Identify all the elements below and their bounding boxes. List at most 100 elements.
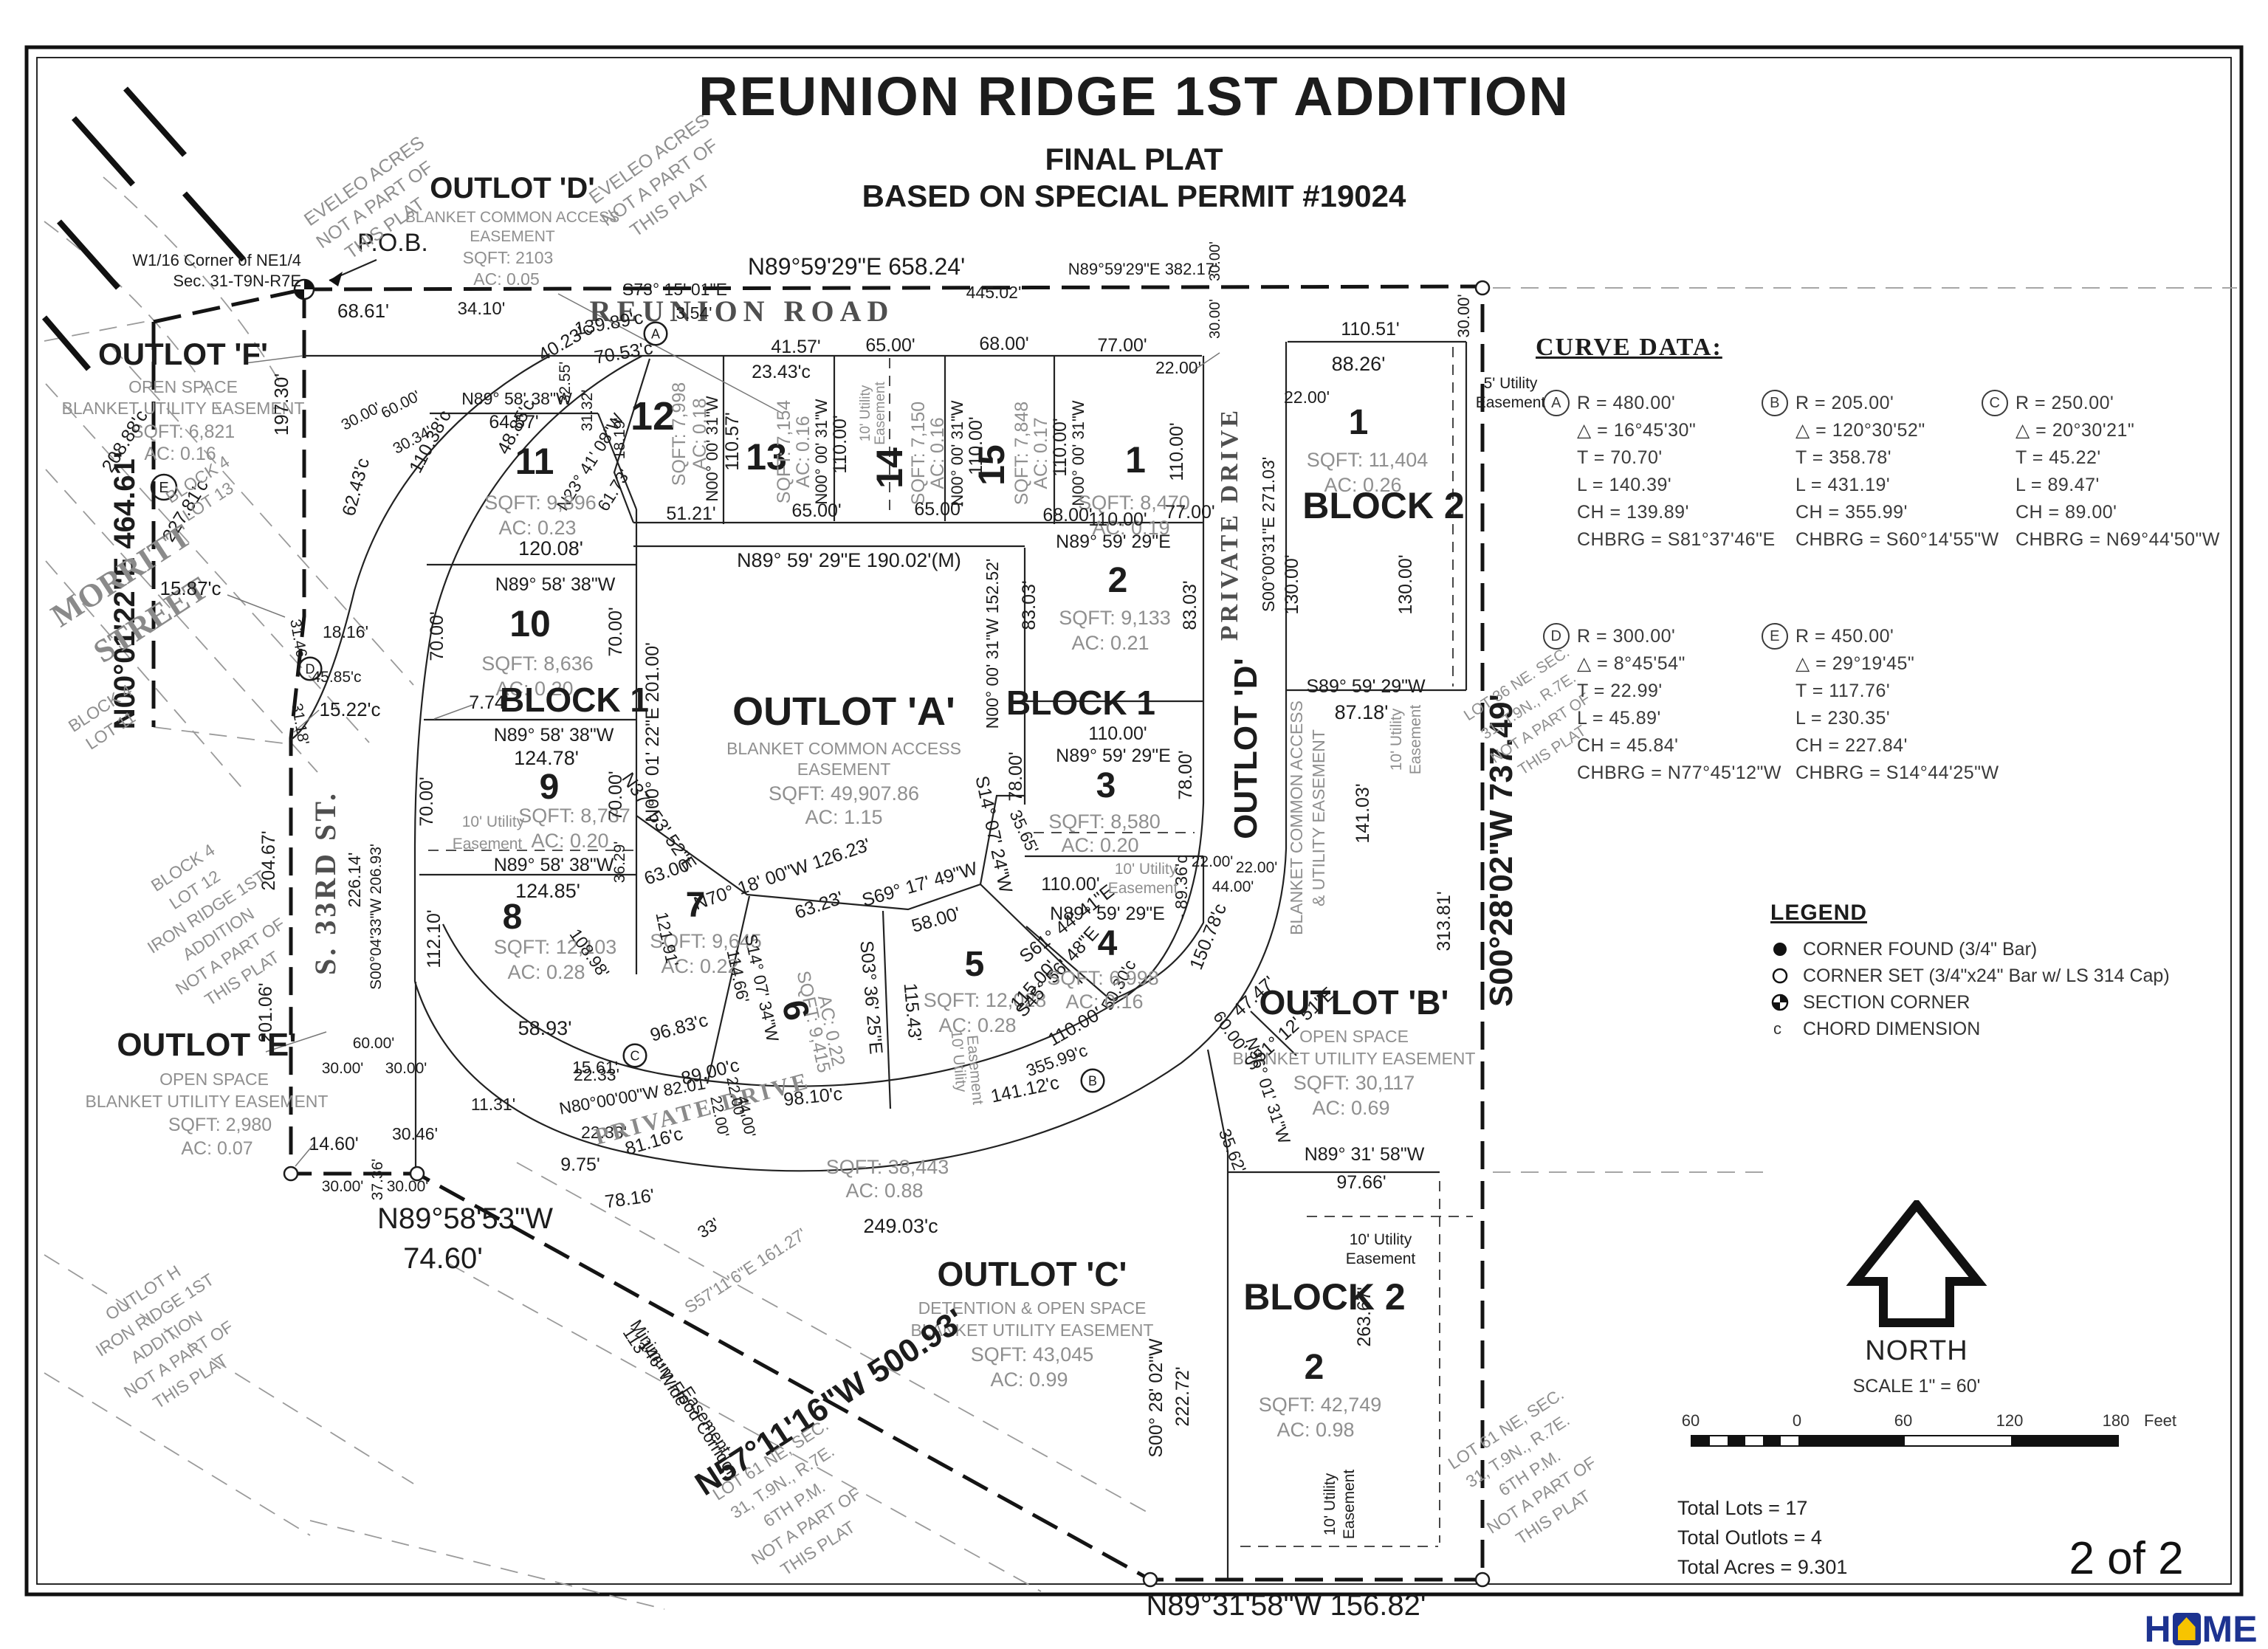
legend-item: SECTION CORNER — [1770, 989, 2228, 1016]
plat-annotation: 7.74' — [469, 692, 508, 713]
plat-annotation: 9 — [540, 768, 560, 807]
plat-annotation: REUNION ROAD — [590, 295, 895, 328]
plat-annotation: 1 — [1125, 439, 1146, 481]
plat-annotation: SQFT: 2,980 — [168, 1115, 272, 1135]
plat-annotation: S89° 59' 29"W — [1306, 676, 1426, 697]
plat-annotation: SQFT: 30,117 — [1293, 1072, 1415, 1094]
plat-annotation: AC: 0.28 — [938, 1014, 1016, 1036]
plat-annotation: 70.53'c — [593, 337, 654, 368]
plat-annotation: 263.67' — [1354, 1287, 1375, 1346]
plat-annotation: SQFT: 38,443 — [826, 1156, 949, 1178]
plat-annotation: AC: 0.88 — [845, 1180, 923, 1202]
plat-annotation: 110.00' — [1041, 874, 1099, 895]
plat-annotation: E — [159, 480, 168, 496]
plat-annotation: 2 — [1108, 561, 1128, 600]
plat-annotation: AC: 0.69 — [1312, 1097, 1389, 1119]
plat-annotation: N89° 59' 29"E — [1056, 531, 1171, 552]
chord-dimension-icon: c — [1773, 1019, 1781, 1038]
curve-D: D R = 300.00' △ = 8°45'54" T = 22.99' L … — [1543, 623, 1791, 787]
plat-annotation: 58.93' — [518, 1017, 572, 1039]
plat-annotation: 197.30' — [270, 373, 292, 436]
plat-annotation: S00°04'33"W 206.93' — [368, 844, 385, 990]
plat-annotation: SQFT: 9,896 — [484, 492, 597, 514]
plat-annotation: 62.43'c — [338, 456, 374, 518]
plat-annotation: S57'11'6"E 161.27' — [681, 1224, 809, 1317]
plat-annotation: SQFT: 43,045 — [971, 1343, 1094, 1366]
scale-tick: 0 — [1792, 1411, 1802, 1430]
plat-annotation: DETENTION & OPEN SPACE — [918, 1298, 1147, 1318]
plat-annotation: - 89.36'c — [1172, 855, 1191, 920]
plat-annotation: 8 — [503, 898, 523, 937]
plat-annotation: 14 — [869, 447, 910, 489]
plat-annotation: 23.43'c — [752, 362, 811, 382]
legend-label: CORNER SET (3/4"x24" Bar w/ LS 314 Cap) — [1803, 965, 2170, 986]
curve-chord-bearing: CHBRG = S14°44'25"W — [1796, 762, 1999, 783]
plat-annotation: W1/16 Corner of NE1/4 — [132, 251, 301, 269]
plat-annotation: SQFT: 7,154 — [774, 400, 794, 503]
total-acres: Total Acres = 9.301 — [1677, 1556, 1848, 1578]
logo-letters-me: ME — [2202, 1608, 2258, 1649]
curve-letter-marker — [1080, 1068, 1105, 1093]
plat-annotation: 30.00' — [1207, 299, 1223, 339]
section-corner-marker — [293, 278, 315, 300]
legend: LEGEND CORNER FOUND (3/4" Bar) CORNER SE… — [1770, 901, 2228, 1042]
plat-annotation: 10' Utility — [462, 813, 525, 830]
plat-annotation: 65.00' — [914, 499, 963, 520]
curve-length: L = 45.89' — [1577, 708, 1661, 729]
curve-letter-marker — [298, 656, 323, 681]
curve-tangent: T = 358.78' — [1796, 447, 1892, 468]
plat-annotation: SQFT: 9,133 — [1059, 607, 1171, 629]
scale-tick: 60 — [1681, 1411, 1700, 1430]
plat-annotation: N00° 00' 31"W — [703, 396, 721, 501]
plat-annotation: 68.00' — [1042, 505, 1092, 526]
corner-set-marker — [1474, 1571, 1491, 1588]
plat-annotation: 124.85' — [515, 880, 580, 902]
plat-annotation: 34.10' — [458, 299, 506, 319]
plat-annotation: AC: 0.23 — [498, 517, 576, 539]
plat-annotation: N89° 31' 58"W — [1305, 1144, 1425, 1165]
plat-annotation: BLANKET UTILITY EASEMENT — [911, 1321, 1154, 1340]
curve-length: L = 230.35' — [1796, 708, 1891, 729]
plat-annotation: SQFT: 7,150 — [908, 402, 929, 505]
plat-annotation: 120.08' — [518, 537, 583, 560]
plat-annotation: OUTLOT 'D' — [430, 172, 594, 204]
plat-annotation: 445.02' — [966, 283, 1022, 302]
plat-annotation: 33' — [694, 1213, 723, 1242]
plat-annotation: 78.00' — [1175, 750, 1196, 799]
plat-annotation: OPEN SPACE — [128, 377, 238, 396]
curve-radius: R = 205.00' — [1796, 393, 1894, 413]
plat-annotation: OUTLOT 'A' — [732, 689, 955, 734]
legend-item: CORNER FOUND (3/4" Bar) — [1770, 936, 2228, 963]
plat-annotation: B — [1088, 1073, 1097, 1088]
plat-annotation: SQFT: 7,848 — [1011, 402, 1032, 505]
plat-annotation: Sec. 31-T9N-R7E — [173, 272, 301, 290]
house-icon — [2172, 1613, 2201, 1645]
plat-annotation: N89°59'29"E 382.17' — [1068, 260, 1217, 278]
plat-annotation: N89° 58' 38"W — [495, 574, 616, 595]
legend-title: LEGEND — [1770, 901, 1868, 925]
plat-annotation: 30.00' — [322, 1178, 364, 1195]
plat-annotation: BLOCK 1 — [1006, 684, 1155, 722]
totals-block: Total Lots = 17 Total Outlots = 4 Total … — [1677, 1497, 1847, 1586]
page-subtitle: FINAL PLAT — [1045, 142, 1223, 176]
plat-annotation: N89° 59' 29"E 190.02'(M) — [737, 549, 961, 571]
plat-annotation: 83.03' — [1180, 580, 1200, 630]
plat-annotation: OPEN SPACE — [1299, 1027, 1409, 1046]
plat-annotation: AC: 0.20 — [531, 830, 608, 852]
plat-annotation: 124.78' — [514, 747, 579, 769]
plat-annotation: 10' Utility — [1388, 708, 1405, 771]
plat-annotation: SQFT: 6,821 — [131, 421, 235, 442]
plat-annotation: OUTLOT 'F' — [98, 337, 268, 371]
total-outlots: Total Outlots = 4 — [1677, 1526, 1822, 1549]
logo-letter-h: H — [2144, 1608, 2171, 1649]
plat-annotation: D — [306, 661, 315, 676]
curve-radius: R = 480.00' — [1577, 393, 1676, 413]
scale-bar-segments — [1691, 1435, 2119, 1447]
plat-annotation: 68.61' — [337, 300, 389, 322]
curve-delta: △ = 16°45'30" — [1577, 420, 1697, 441]
plat-annotation: 30.00' — [387, 1178, 429, 1195]
scale-tick: 180 — [2102, 1411, 2130, 1430]
plat-annotation: S69° 17' 49"W — [859, 858, 980, 911]
curve-letter: C — [1982, 390, 2008, 416]
